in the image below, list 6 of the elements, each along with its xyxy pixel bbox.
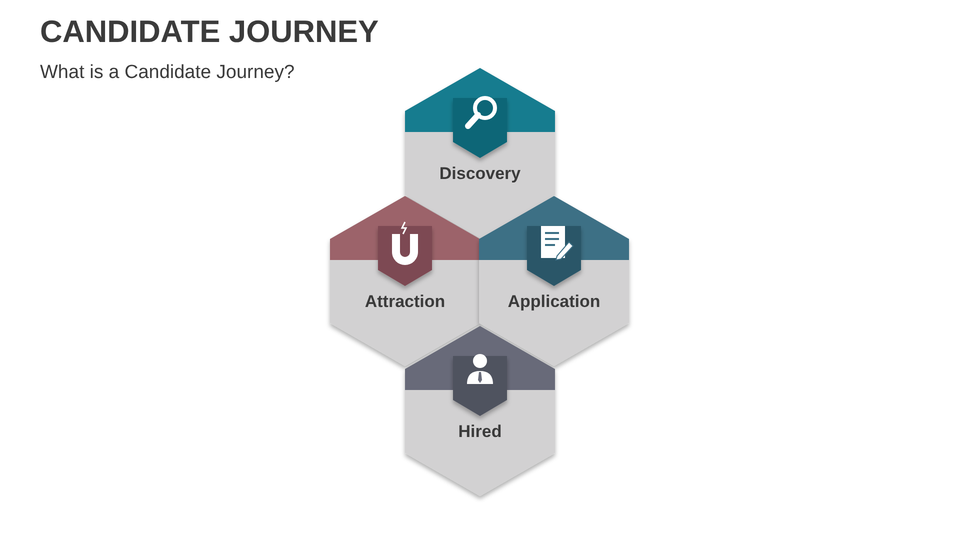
subtitle: What is a Candidate Journey? <box>40 62 295 84</box>
tile-label: Application <box>508 292 600 312</box>
tile-label: Discovery <box>439 164 521 184</box>
tile-label: Hired <box>458 422 502 442</box>
slide-title: CANDIDATE JOURNEY <box>40 14 379 50</box>
tile-label: Attraction <box>364 292 446 312</box>
